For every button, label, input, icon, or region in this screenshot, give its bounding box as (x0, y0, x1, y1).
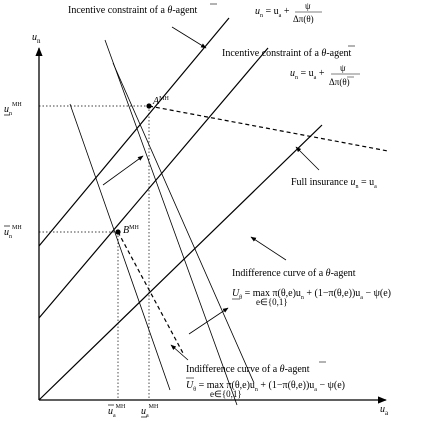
svg-text:Incentive constraint of a θ-ag: Incentive constraint of a θ-agent (68, 5, 198, 16)
arrow-full-insurance (295, 146, 320, 171)
svg-text:Δπ(θ): Δπ(θ) (329, 77, 350, 87)
direction-arrow-upper (102, 155, 144, 186)
svg-text:e∈{0,1}: e∈{0,1} (210, 389, 242, 399)
svg-text:un = ua +: un = ua + (255, 6, 290, 19)
point-B-label: BMH (123, 225, 139, 236)
incentive-constraint-high-line (38, 47, 269, 319)
arrow-ic-low (171, 26, 207, 49)
x-tick-A: uaMH (141, 404, 159, 419)
svg-text:un = ua +: un = ua + (290, 68, 325, 81)
svg-text:Uθ = max π(θ,e)un + (1−π(θ,e)): Uθ = max π(θ,e)un + (1−π(θ,e))ua − ψ(e) (186, 380, 345, 393)
indifference-line-outer (104, 39, 238, 406)
full-insurance-line (38, 124, 323, 401)
annotation-incentive-constraint-high: Incentive constraint of a θ-agent un = u… (222, 45, 360, 87)
dashed-indifference-extension (117, 231, 185, 356)
svg-text:Indifference curve of a θ-agen: Indifference curve of a θ-agent (232, 268, 356, 279)
y-tick-B: unMH (4, 225, 22, 240)
annotation-full-insurance: Full insurance un = ua (291, 177, 377, 190)
svg-text:unMH: unMH (4, 225, 22, 240)
annotation-indifference-low: Indifference curve of a θ-agent Uθ = max… (232, 268, 391, 307)
indifference-curve-low-line (112, 62, 255, 384)
svg-text:Δπ(θ): Δπ(θ) (293, 14, 314, 24)
svg-text:ψ: ψ (305, 1, 311, 11)
svg-text:Incentive constraint of a θ-ag: Incentive constraint of a θ-agent (222, 48, 352, 59)
indifference-curve-high-line (69, 103, 171, 391)
incentive-constraint-low-line (38, 17, 230, 247)
svg-text:e∈{0,1}: e∈{0,1} (256, 297, 288, 307)
svg-text:Indifference curve of a θ-agen: Indifference curve of a θ-agent (186, 364, 310, 375)
x-axis-label: ua (380, 404, 389, 417)
svg-text:uaMH: uaMH (108, 404, 126, 419)
annotation-indifference-high: Indifference curve of a θ-agent Uθ = max… (186, 361, 345, 399)
svg-text:Uθ = max π(θ,e)un + (1−π(θ,e)): Uθ = max π(θ,e)un + (1−π(θ,e))ua − ψ(e) (232, 288, 391, 301)
svg-text:uaMH: uaMH (141, 404, 159, 419)
svg-text:ψ: ψ (340, 63, 346, 73)
x-tick-B: uaMH (108, 404, 126, 419)
arrow-indifference-high (170, 344, 189, 361)
y-axis-label: un (32, 32, 41, 45)
point-B (115, 229, 121, 235)
arrow-indifference-low (250, 236, 287, 261)
point-A (146, 103, 152, 109)
svg-text:unMH: unMH (4, 102, 22, 117)
direction-arrow-lower (188, 307, 229, 335)
y-tick-A: unMH (4, 102, 22, 117)
svg-text:Full insurance un = ua: Full insurance un = ua (291, 177, 377, 190)
annotation-incentive-constraint-low: Incentive constraint of a θ-agent un = u… (68, 1, 322, 24)
dashed-flat-extension (148, 105, 389, 152)
point-A-label: AMH (152, 96, 169, 107)
